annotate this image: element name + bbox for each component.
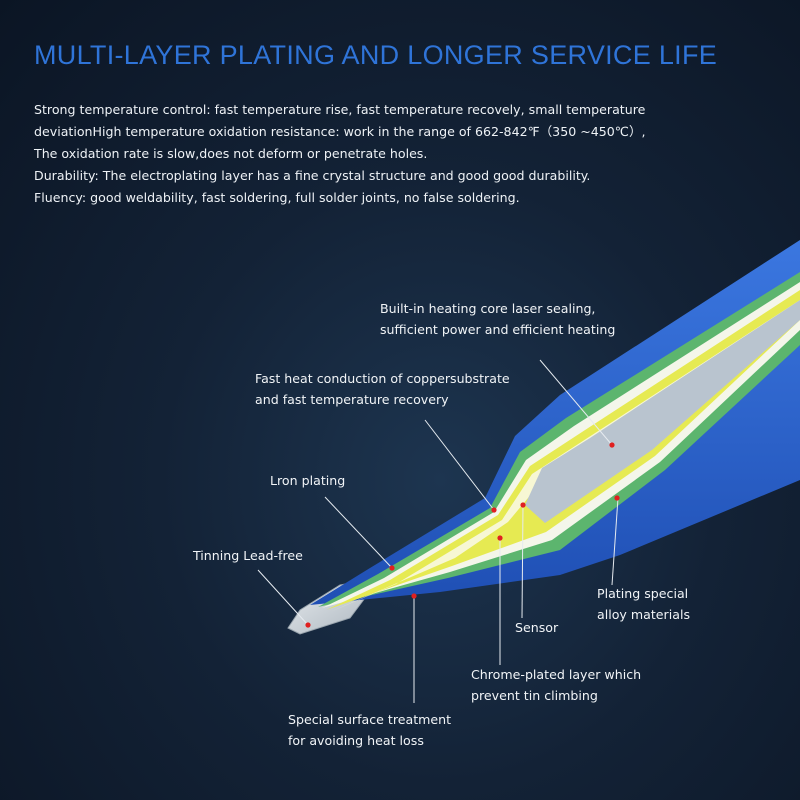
- white-layer: [322, 282, 800, 608]
- marker-alloy: [614, 495, 620, 501]
- leader-tinning: [257, 569, 309, 626]
- marker-heating-core: [609, 442, 615, 448]
- yellow-layer: [326, 290, 800, 610]
- marker-tinning: [305, 622, 311, 628]
- description-line: Durability: The electroplating layer has…: [34, 168, 591, 183]
- leader-copper: [424, 419, 495, 511]
- callout-chrome: Chrome-plated layer which prevent tin cl…: [471, 667, 642, 703]
- marker-chrome: [497, 535, 503, 541]
- marker-surface: [411, 593, 417, 599]
- leader-alloy: [611, 497, 619, 586]
- leader-sensor: [521, 504, 524, 619]
- feature-description: Strong temperature control: fast tempera…: [34, 99, 774, 209]
- description-line: Fluency: good weldability, fast solderin…: [34, 190, 520, 205]
- callout-sensor: Sensor: [515, 620, 559, 635]
- callout-copper: Fast heat conduction of coppersubstrate …: [255, 371, 510, 407]
- description-line: Strong temperature control: fast tempera…: [34, 102, 646, 117]
- leader-iron: [324, 496, 393, 569]
- callout-surface: Special surface treatment for avoiding h…: [288, 712, 452, 748]
- marker-sensor: [520, 502, 526, 508]
- callout-tinning: Tinning Lead-free: [193, 548, 303, 563]
- outer-shell: [310, 240, 800, 605]
- callout-heating-core: Built-in heating core laser sealing, suf…: [380, 301, 616, 337]
- leader-heating-core: [539, 359, 613, 446]
- marker-iron: [389, 565, 395, 571]
- description-line: The oxidation rate is slow,does not defo…: [34, 146, 428, 161]
- description-line: deviationHigh temperature oxidation resi…: [34, 124, 646, 139]
- page-title: MULTI-LAYER PLATING AND LONGER SERVICE L…: [34, 40, 718, 70]
- marker-copper: [491, 507, 497, 513]
- callout-alloy: Plating special alloy materials: [597, 586, 691, 622]
- callout-iron: Lron plating: [270, 473, 346, 488]
- heating-core: [525, 300, 800, 523]
